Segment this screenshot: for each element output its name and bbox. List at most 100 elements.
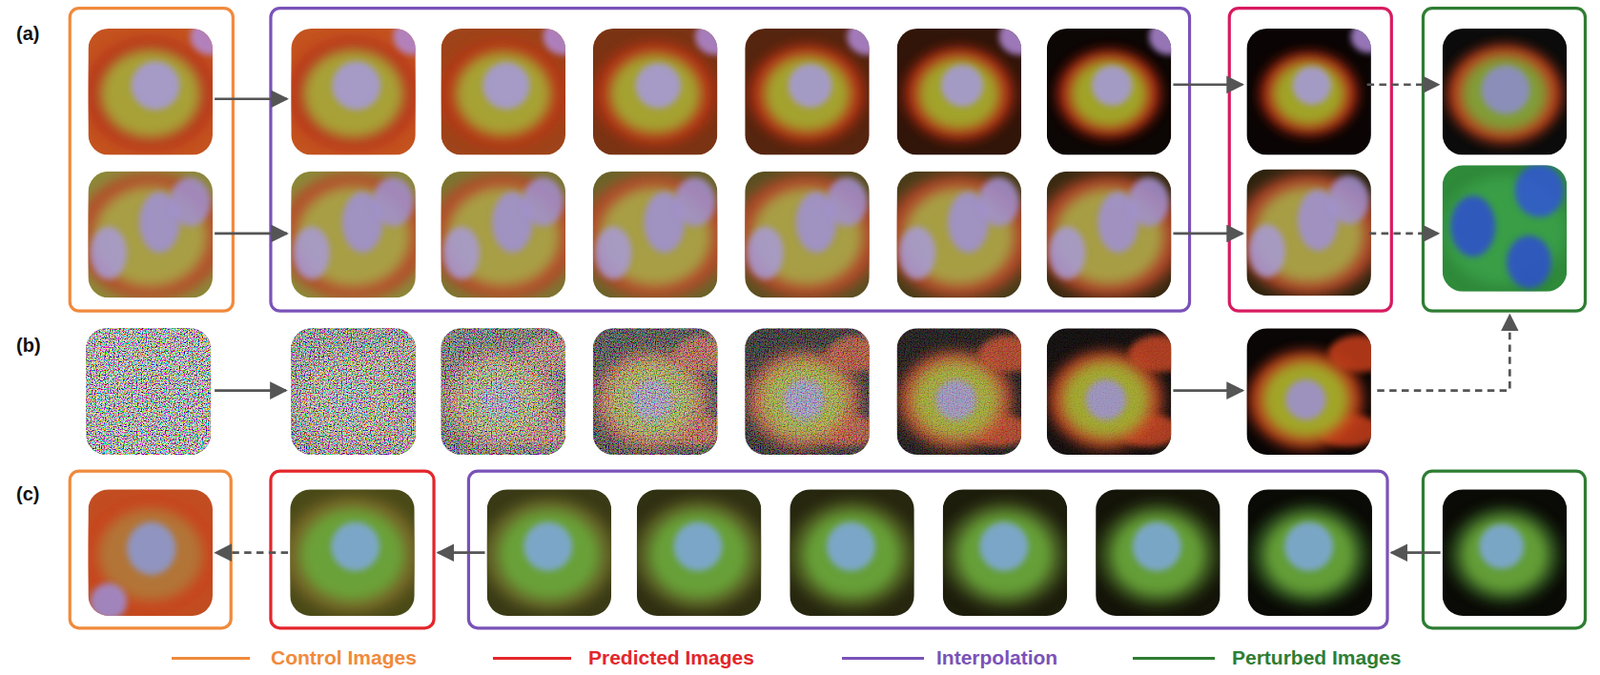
cell-nucleus [1048,225,1087,280]
cell-image [636,489,761,616]
cell-background [85,328,210,455]
cell-nucleus [1506,235,1552,289]
cell-background [744,328,869,455]
cell-body [303,49,405,139]
cell-background [744,28,869,156]
cell-background [1248,489,1373,616]
cell-edge [87,37,212,150]
cell-nucleus [372,177,414,226]
cell-image [1046,28,1171,156]
cell-nucleus [899,225,937,280]
cell-nucleus [1249,224,1287,278]
group-frame [270,8,1190,312]
cell-image [1246,328,1371,455]
cell-nucleus [1515,164,1564,218]
cell-body [609,53,702,135]
cell-nucleus [542,28,566,56]
arrow [1172,232,1243,236]
cell-edge [594,41,716,145]
cell-edge [1447,44,1562,144]
cell-image [441,28,566,156]
legend-text: Predicted Images [588,646,755,670]
cell-image [441,171,566,299]
cell-background [943,489,1067,616]
cell-nucleus [330,522,380,572]
noise [593,328,718,455]
cell-background [1046,328,1171,455]
dashed-arrow [1367,82,1439,86]
cell-background [897,28,1022,156]
cell-image [1046,171,1171,299]
cell-edge [87,172,212,298]
cell-nucleus [673,522,722,572]
cell-body [649,511,749,599]
cell-edge [593,173,718,298]
cell-nucleus [594,225,633,280]
cell-background [897,328,1022,455]
cell-nucleus [169,177,211,226]
cell-body [1069,59,1149,129]
cell-blob [1328,335,1372,373]
cell-nucleus [846,28,870,56]
cell-edge [750,44,865,144]
legend-swatch [492,656,572,660]
cell-background [593,28,718,156]
cell-nucleus [1480,64,1530,114]
noise [290,328,415,455]
cell-image [897,171,1022,299]
cell-image [897,28,1022,156]
cell-image [1442,164,1567,292]
cell-nucleus [1132,522,1182,572]
panel-label: (a) [16,22,40,45]
cell-image [290,28,415,156]
cell-edge [1046,175,1171,298]
cell-nucleus [1091,64,1133,106]
cell-edge [744,174,869,298]
cell-edge [290,172,415,298]
cell-edge [636,499,761,611]
cell-nucleus [1351,28,1372,54]
noise [85,328,210,455]
cell-nucleus [1450,195,1496,257]
cell-background [1095,489,1220,616]
cell-edge [441,173,566,298]
cell-image [1246,28,1371,156]
cell-image [1248,489,1373,616]
cell-image [290,171,415,299]
cell-nucleus [482,61,531,110]
cell-edge [904,47,1014,142]
panel-label: (c) [16,483,40,506]
cell-body [498,510,600,599]
cell-nucleus [189,28,213,56]
cell-nucleus [999,28,1023,56]
legend-swatch [171,656,250,660]
dashed-arrow [215,551,288,554]
cell-body [1263,513,1356,595]
cell-image [1246,169,1371,297]
cell-nucleus [695,28,718,56]
cell-background [441,328,566,455]
cell-image [593,28,718,156]
legend-text: Control Images [270,646,417,670]
arrow [1172,82,1243,86]
cell-image [1046,328,1171,455]
cell-background [1046,28,1171,156]
group-frame [1422,471,1585,629]
group-frame [1422,8,1585,312]
cell-nucleus [90,583,128,616]
cell-image [1095,489,1220,616]
cell-edge [441,40,566,148]
group-frame [69,8,233,312]
cell-image [487,489,612,616]
cell-edge [1250,503,1371,607]
cell-image [897,328,1022,455]
cell-image [744,28,869,156]
cell-nucleus [392,28,416,56]
cell-edge [1057,49,1161,138]
cell-nucleus [1478,524,1524,570]
cell-body [802,512,901,598]
group-frame [69,471,231,629]
cell-edge [290,37,415,150]
cell-body [1271,61,1347,127]
cell-body [957,512,1053,598]
